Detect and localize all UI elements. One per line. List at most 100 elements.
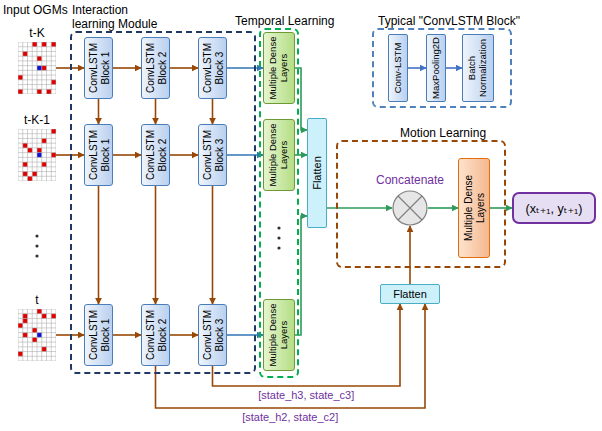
- box-label: ConvLSTM Block 3: [201, 40, 224, 96]
- module-group: Interaction learning ModuleConvLSTM Bloc…: [70, 31, 256, 374]
- grid-line: [18, 51, 56, 52]
- heading-label: Motion Learning: [400, 126, 486, 140]
- box-label: ConvLSTM Block 1: [87, 307, 110, 363]
- box-label: (xₜ₊₁, yₜ₊₁): [526, 201, 583, 216]
- connector-arrow: [155, 99, 157, 124]
- grid-line: [18, 337, 56, 338]
- connector-arrow: [170, 334, 198, 336]
- grid-line: [18, 65, 56, 66]
- grid-cell: [42, 347, 47, 352]
- grid-line: [32, 309, 33, 361]
- grid-line: [46, 309, 47, 361]
- grid-cell: [37, 309, 42, 314]
- box-label: Flatten: [311, 121, 324, 225]
- grid-line: [32, 42, 33, 94]
- grid-line: [22, 309, 23, 361]
- box-label: MaxPooling2D: [431, 37, 442, 99]
- grid-line: [18, 147, 56, 148]
- connector-arrow: [170, 154, 198, 156]
- grid-cell: [23, 143, 28, 148]
- grid-line: [18, 181, 56, 182]
- box-label: Flatten: [393, 288, 427, 300]
- grid-line: [18, 356, 56, 357]
- grid-line: [18, 346, 56, 347]
- grid-line: [22, 42, 23, 94]
- connector-arrow: [113, 154, 141, 156]
- connector-arrow: [227, 67, 263, 69]
- connector-arrow: [490, 207, 512, 209]
- grid-line: [18, 152, 56, 153]
- box-label: Multiple Dense Layers: [268, 122, 290, 188]
- grid-cell: [32, 337, 37, 342]
- grid-cell: [51, 129, 56, 134]
- connector-arrow: [212, 99, 214, 124]
- grid-cell: [51, 80, 56, 85]
- grid-line: [18, 332, 56, 333]
- module-group: Temporal LearningMultiple Dense LayersMu…: [259, 28, 299, 378]
- grid-line: [46, 129, 47, 181]
- grid-line: [37, 129, 38, 181]
- grid-line: [51, 42, 52, 94]
- grid-line: [18, 143, 56, 144]
- grid-line: [18, 351, 56, 352]
- grid-line: [18, 60, 56, 61]
- occupancy-grid: t-K-1: [18, 129, 56, 181]
- connector-arrow: [409, 226, 411, 284]
- dot: [35, 234, 38, 237]
- grid-cell: [51, 42, 56, 47]
- grid-cell: [47, 89, 52, 94]
- grid-cell: [42, 138, 47, 143]
- grid-drawing: [18, 42, 56, 94]
- box-label: Multiple Dense Layers: [463, 161, 486, 255]
- connector-arrow: [227, 154, 263, 156]
- grid-line: [18, 313, 56, 314]
- grid-line: [18, 171, 56, 172]
- cross-mark: [398, 196, 422, 220]
- grid-line: [18, 75, 56, 76]
- grid-line: [18, 162, 56, 163]
- grid-line: [22, 129, 23, 181]
- box-label: Multiple Dense Layers: [268, 302, 290, 368]
- grid-cell: [37, 148, 42, 153]
- flatten-block: Flatten: [380, 284, 440, 304]
- grid-line: [18, 129, 56, 130]
- grid-cell: [37, 89, 42, 94]
- grid-cell: [18, 89, 23, 94]
- grid-line: [18, 46, 56, 47]
- heading-label: t: [35, 293, 38, 307]
- layer-block: Batch Normalization: [462, 34, 494, 102]
- grid-cell: [42, 66, 47, 71]
- connector-arrow: [295, 216, 307, 335]
- box-label: Conv-LSTM: [393, 37, 404, 99]
- grid-line: [18, 318, 56, 319]
- heading-label: Typical "ConvLSTM Block": [378, 14, 520, 28]
- connector-arrow: [227, 334, 263, 336]
- dot: [277, 236, 280, 239]
- grid-line: [18, 42, 19, 94]
- grid-cell: [23, 162, 28, 167]
- convlstm-block: ConvLSTM Block 3: [198, 37, 227, 99]
- dot: [35, 244, 38, 247]
- grid-line: [18, 133, 56, 134]
- grid-cell: [28, 176, 33, 181]
- connector-arrow: [295, 68, 307, 130]
- flatten-block: Flatten: [307, 118, 327, 228]
- grid-line: [27, 309, 28, 361]
- connector-arrow: [212, 186, 214, 304]
- grid-cell: [37, 66, 42, 71]
- grid-line: [32, 129, 33, 181]
- grid-cell: [42, 162, 47, 167]
- convlstm-block: ConvLSTM Block 2: [141, 124, 170, 186]
- dense-block: Multiple Dense Layers: [458, 158, 490, 258]
- connector-arrow: [113, 334, 141, 336]
- grid-cell: [51, 314, 56, 319]
- grid-line: [18, 342, 56, 343]
- grid-cell: [28, 148, 33, 153]
- section-label: Input OGMs: [3, 3, 68, 17]
- connector-arrow: [155, 186, 157, 304]
- grid-cell: [37, 56, 42, 61]
- connector-arrow: [98, 99, 100, 124]
- grid-drawing: [18, 129, 56, 181]
- box-label: ConvLSTM Block 2: [144, 127, 167, 183]
